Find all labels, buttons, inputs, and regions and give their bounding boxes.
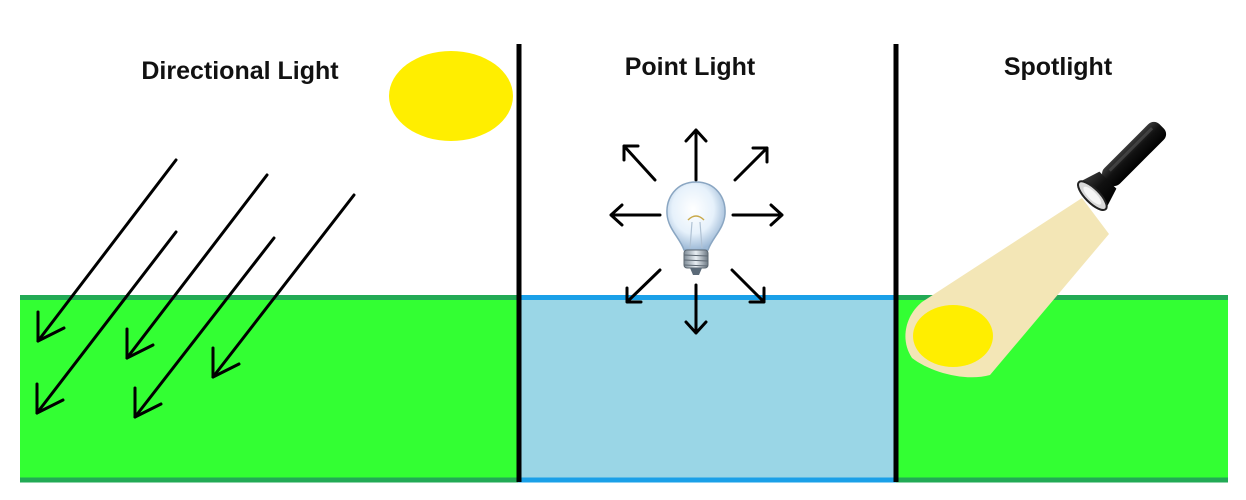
directional-ray-arrow [35,230,178,415]
point-ray-arrow [733,146,769,182]
point-light-rays [609,128,784,335]
grass-ground-left [20,296,518,482]
point-light-label: Point Light [625,53,756,81]
directional-light-panel: Directional Light [20,51,518,483]
directional-light-rays [35,158,356,419]
directional-ray-arrow [211,346,241,379]
spotlight-label: Spotlight [1004,53,1113,81]
spotlight-panel: Spotlight [896,53,1228,483]
spotlight-pool [913,305,993,367]
point-ray-arrow [684,283,708,335]
point-ray-arrow [730,268,766,304]
water-ground [518,296,896,482]
directional-ray-arrow [133,386,163,419]
point-ray-arrow [622,144,657,182]
point-ray-arrow [684,128,708,182]
directional-ray-arrow [36,310,66,343]
light-bulb-icon [666,181,726,275]
directional-ray-arrow [125,327,155,360]
directional-ray-arrow [133,236,276,419]
point-ray-arrow [731,203,784,227]
directional-ray-arrow [211,193,356,379]
flashlight-icon [1077,121,1167,211]
directional-ray-arrow [35,382,65,415]
directional-light-label: Directional Light [141,57,339,85]
sun-icon [389,51,513,141]
directional-ray-arrow [36,158,178,343]
point-ray-arrow [609,203,662,227]
point-ray-arrow [625,268,662,304]
point-light-panel: Point Light [518,53,896,483]
directional-ray-arrow [125,173,269,360]
